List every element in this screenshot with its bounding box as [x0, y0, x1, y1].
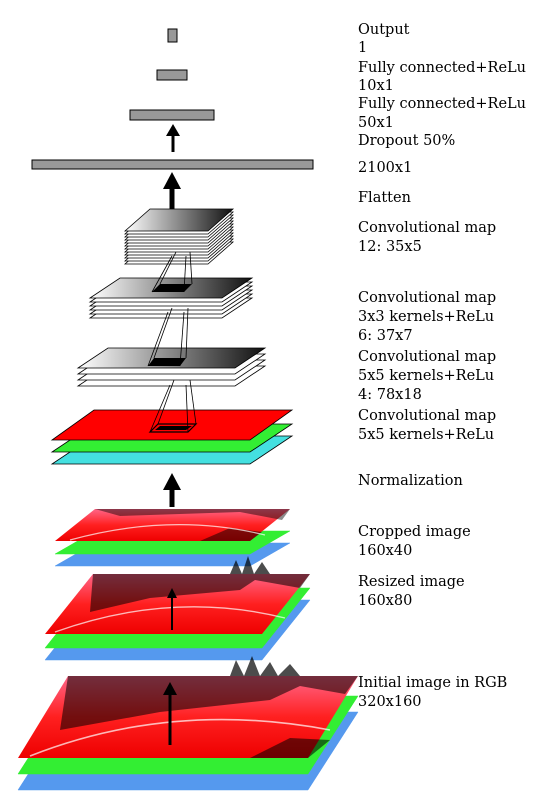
label-initial: Initial image in RGB	[358, 675, 508, 691]
arrow-flatten	[163, 172, 181, 212]
label-flat-size: 2100x1	[358, 160, 413, 176]
conv-map-12-stack	[123, 208, 235, 265]
output-bar	[167, 28, 178, 43]
label-cropped: Cropped image	[358, 524, 471, 540]
kernel-receptive-field-conv3	[148, 379, 198, 433]
label-fc3: Fully connected+ReLu	[358, 60, 527, 76]
label-conv5-name: Convolutional map	[358, 220, 497, 236]
resized-image-stack	[44, 556, 311, 661]
fc-10-bar	[156, 69, 188, 81]
label-flatten: Flatten	[358, 190, 411, 206]
label-output: Output	[358, 22, 410, 38]
label-resized-size: 160x80	[358, 593, 413, 609]
label-initial-size: 320x160	[358, 694, 422, 710]
label-normalization: Normalization	[358, 473, 463, 489]
arrow-dropout	[166, 124, 180, 152]
cropped-image-stack	[54, 509, 291, 567]
label-cropped-size: 160x40	[358, 543, 413, 559]
label-conv2-kernel: 5x5 kernels+ReLu	[358, 427, 495, 443]
label-resized: Resized image	[358, 574, 465, 590]
label-conv3-name: Convolutional map	[358, 349, 497, 365]
conv-map-4-stack	[76, 347, 267, 387]
fc-50-bar	[129, 109, 215, 121]
initial-image-stack	[17, 656, 359, 791]
label-fc3-size: 10x1	[358, 78, 394, 94]
kernel-receptive-field-conv5	[151, 251, 193, 293]
label-fc2-size: 50x1	[358, 115, 394, 131]
label-conv4-size: 6: 37x7	[358, 328, 413, 344]
label-conv4-name: Convolutional map	[358, 290, 497, 306]
label-fc2: Fully connected+ReLu	[358, 96, 527, 112]
label-conv3-kernel: 5x5 kernels+ReLu	[358, 368, 495, 384]
arrow-normalization	[163, 473, 181, 507]
label-output-size: 1	[358, 40, 368, 56]
kernel-receptive-field-conv4	[147, 307, 189, 367]
normalized-layers-stack	[50, 409, 294, 465]
label-conv3-size: 4: 78x18	[358, 387, 422, 403]
label-conv2-name: Convolutional map	[358, 408, 497, 424]
label-dropout: Dropout 50%	[358, 133, 456, 149]
flatten-bar	[31, 159, 314, 170]
label-conv5-size: 12: 35x5	[358, 239, 422, 255]
label-conv4-kernel: 3x3 kernels+ReLu	[358, 309, 495, 325]
